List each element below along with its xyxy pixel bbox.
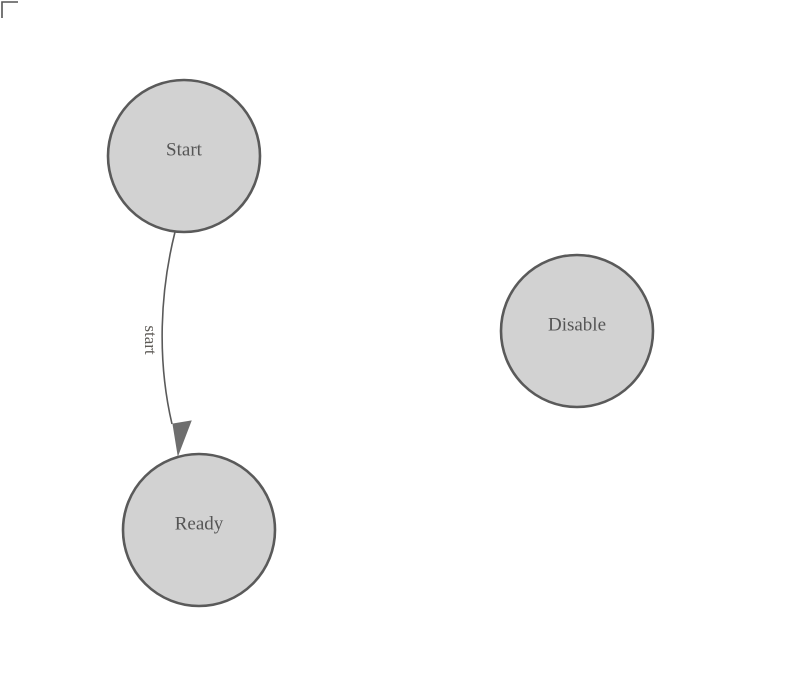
- node-ready-label: Ready: [175, 513, 224, 534]
- edge-start-to-ready[interactable]: start: [141, 231, 192, 457]
- node-start-label: Start: [166, 139, 203, 160]
- node-start[interactable]: Start: [106, 78, 262, 234]
- edge-line: [161, 231, 176, 425]
- canvas-corner-bracket-icon: [1, 1, 18, 18]
- node-disable-circle[interactable]: [499, 253, 655, 409]
- node-disable[interactable]: Disable: [499, 253, 655, 409]
- arrowhead-icon: [172, 420, 192, 457]
- node-start-circle[interactable]: [106, 78, 262, 234]
- node-ready-circle[interactable]: [121, 452, 277, 608]
- node-disable-label: Disable: [548, 314, 606, 335]
- node-ready[interactable]: Ready: [121, 452, 277, 608]
- edge-label-start: start: [141, 325, 160, 355]
